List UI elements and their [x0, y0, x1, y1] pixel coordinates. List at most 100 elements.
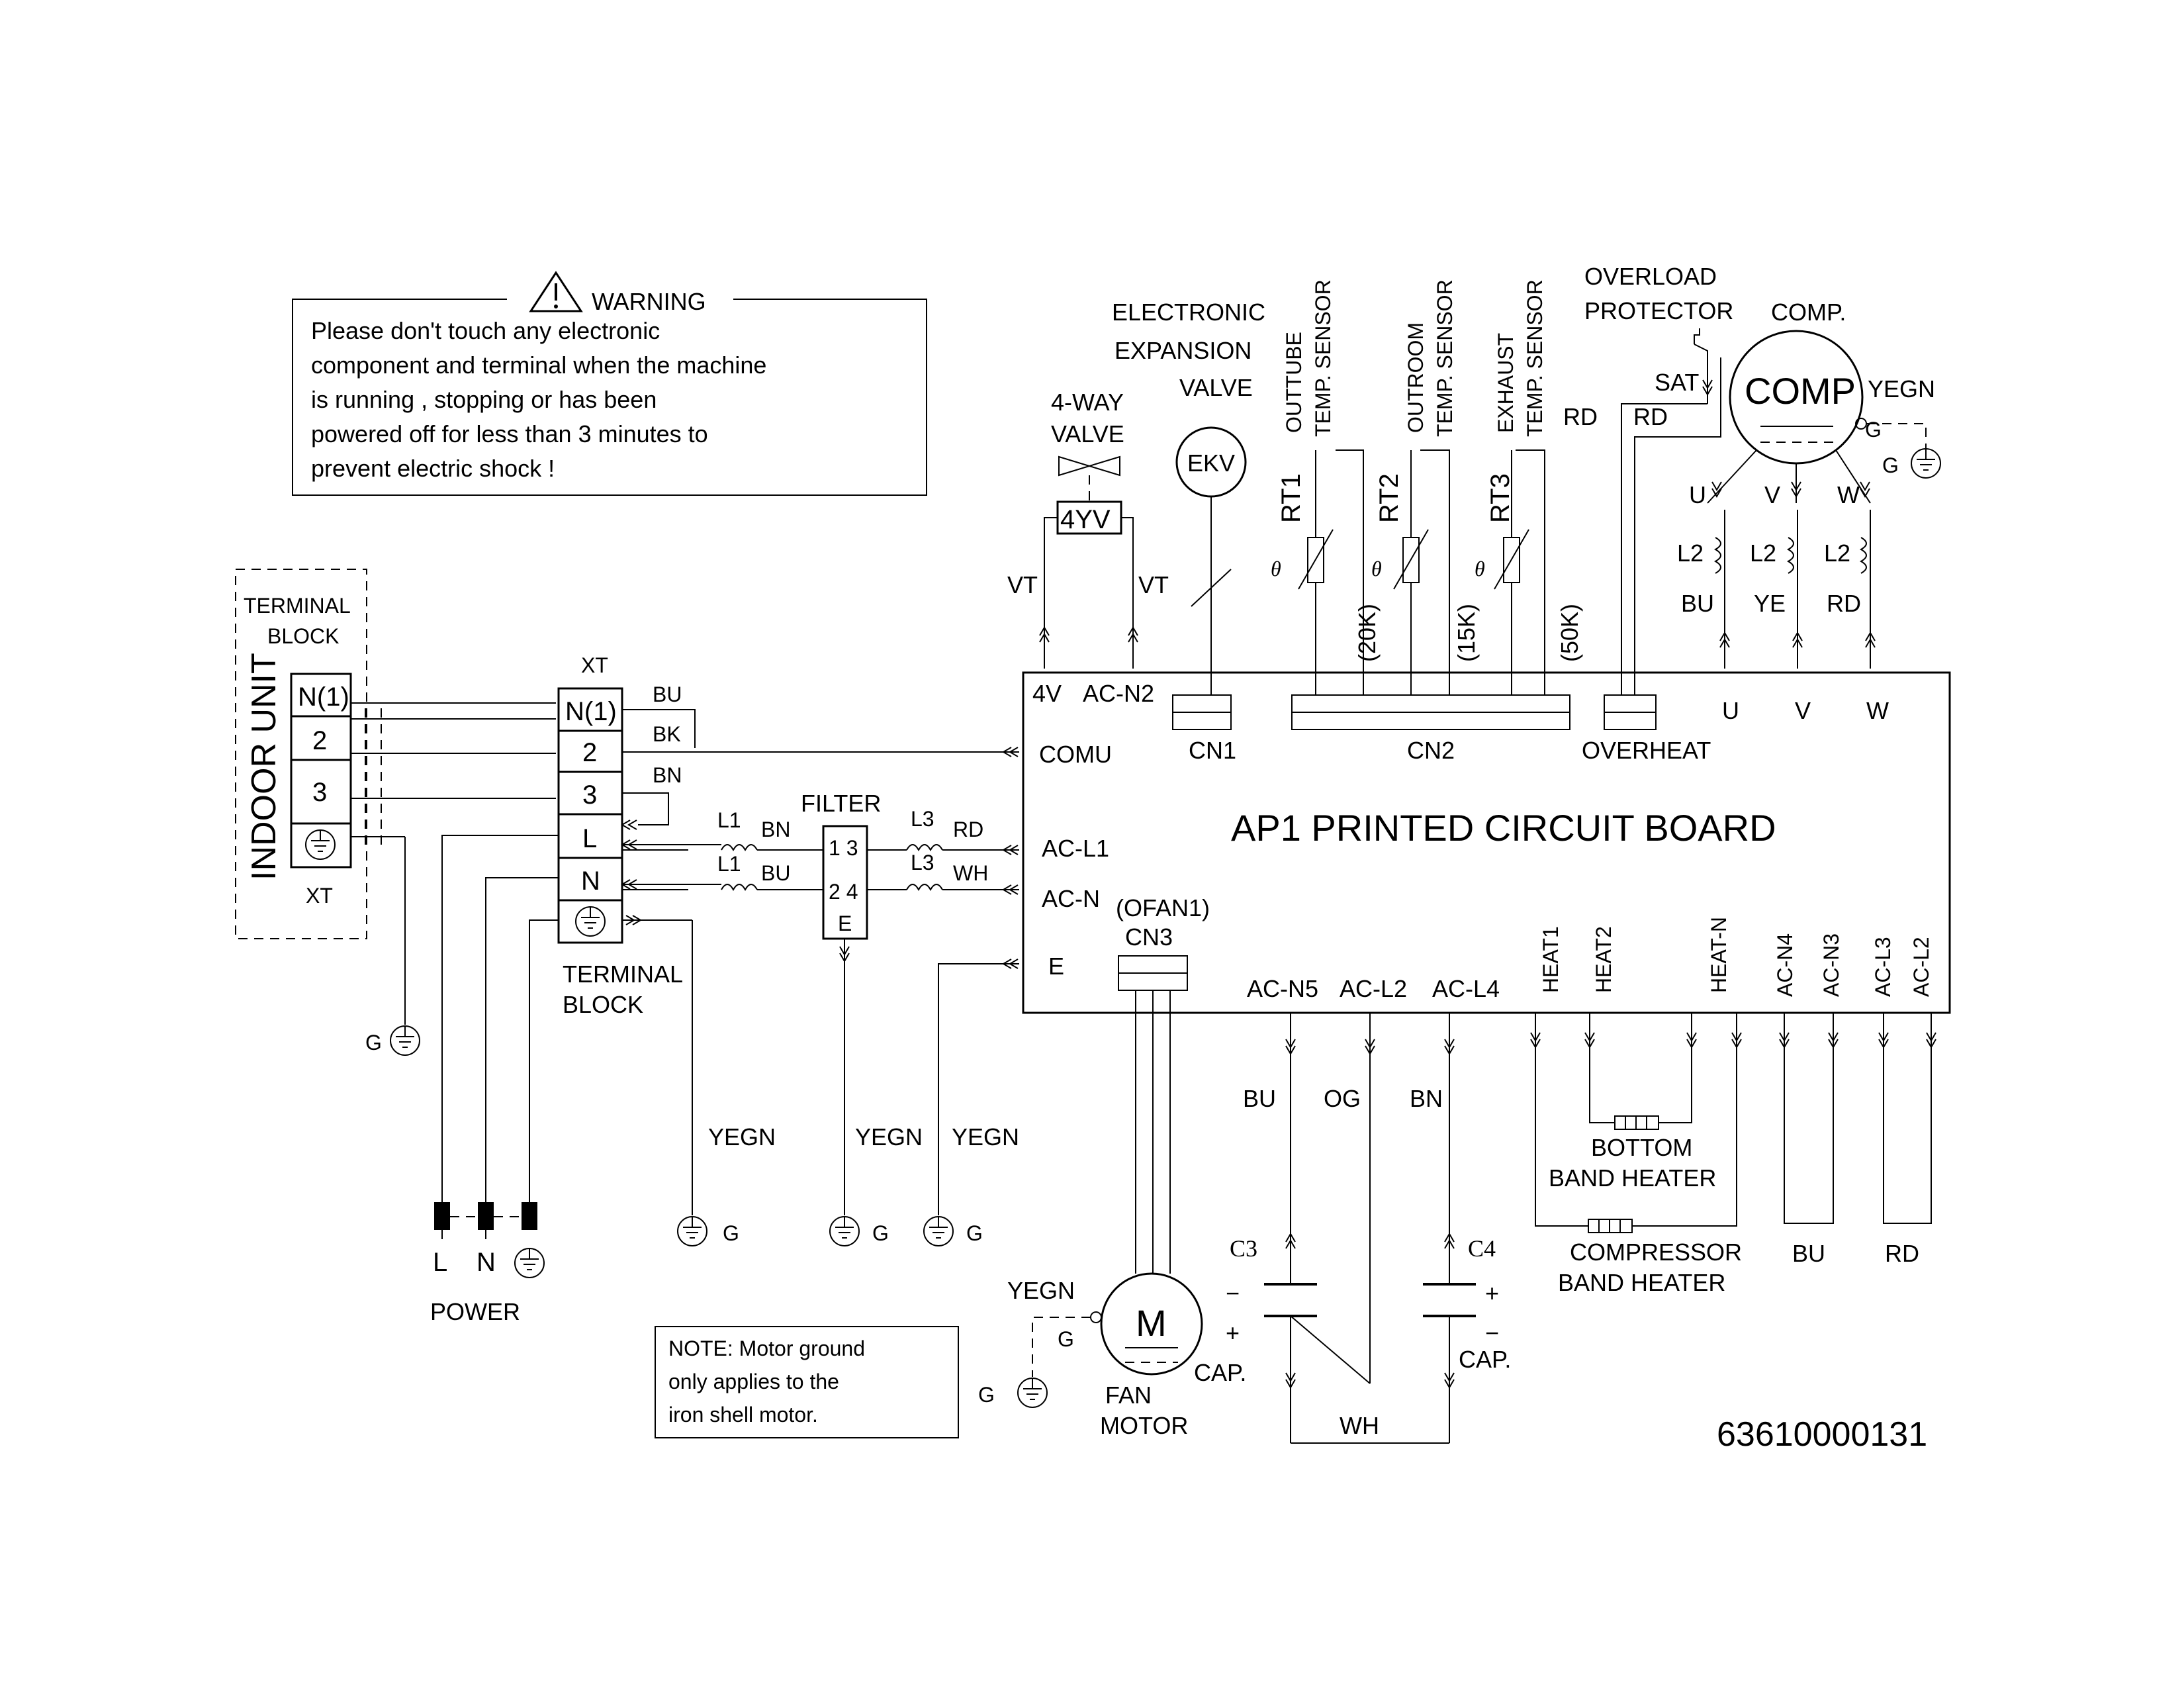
xt-ground-icon — [575, 906, 606, 937]
pcb-ac-l2-bottom: AC-L2 — [1340, 975, 1407, 1002]
fan-line1: FAN — [1105, 1382, 1152, 1409]
ground-icon — [829, 1216, 860, 1246]
ground-icon — [923, 1216, 954, 1246]
l1-coil-icon — [721, 884, 758, 890]
pcb-ac-n: AC-N — [1042, 885, 1100, 912]
overload-line1: OVERLOAD — [1584, 263, 1717, 290]
warning-line-4: powered off for less than 3 minutes to — [311, 420, 708, 447]
comp-coil-2: L2 — [1750, 539, 1776, 567]
comp-yegn: YEGN — [1868, 375, 1935, 402]
comp-coil-1: L2 — [1677, 539, 1704, 567]
indoor-ground-icon — [305, 829, 336, 860]
comp-g2: G — [1882, 453, 1899, 477]
pcb: AP1 PRINTED CIRCUIT BOARD 4V AC-N2 COMU … — [1022, 671, 1951, 1014]
overload-line2: PROTECTOR — [1584, 297, 1733, 324]
pcb-w: W — [1866, 697, 1889, 724]
temperature-sensors: OUTTUBE TEMP. SENSOR RT1 θ (20K) OUTROOM… — [1271, 279, 1583, 695]
ground-yegn-label: YEGN — [855, 1123, 923, 1150]
comp-phase-v: V — [1764, 481, 1780, 508]
pcb-ac-n3: AC-N3 — [1819, 933, 1843, 997]
pcb-ac-n5: AC-N5 — [1247, 975, 1318, 1002]
xt-terminal-l: L — [582, 824, 597, 853]
pcb-ac-n4: AC-N4 — [1773, 933, 1797, 997]
indoor-terminal-n1: N(1) — [298, 682, 349, 712]
ground-yegn-label: YEGN — [952, 1123, 1019, 1150]
pcb-cn3-line2: CN3 — [1125, 923, 1173, 951]
power-label: POWER — [430, 1298, 520, 1325]
ekv: ELECTRONIC EXPANSION VALVE EKV — [1112, 299, 1265, 695]
pcb-e: E — [1048, 953, 1064, 980]
l2-coil-icon — [1715, 537, 1721, 574]
warning-line-1: Please don't touch any electronic — [311, 317, 660, 344]
cap-wire-bn: BN — [1410, 1085, 1443, 1112]
xt-terminal-n: N — [581, 867, 600, 896]
ground-label: G — [723, 1221, 739, 1245]
filter-in-bn: BN — [761, 818, 790, 841]
valve-symbol-icon — [1058, 455, 1120, 500]
ground-label: G — [872, 1221, 889, 1245]
indoor-to-xt-wires: G — [351, 702, 556, 1056]
sensor-3-name2: TEMP. SENSOR — [1523, 279, 1547, 437]
comp-wire-rd: RD — [1827, 590, 1861, 617]
ekv-line3: VALVE — [1179, 374, 1253, 401]
ekv-line2: EXPANSION — [1115, 337, 1251, 364]
l2-coil-icon — [1860, 537, 1867, 574]
warning-triangle-icon — [529, 271, 583, 312]
bottom-heater-line1: BOTTOM — [1591, 1134, 1692, 1161]
filter-pin-e: E — [838, 912, 852, 935]
svg-text:−: − — [1226, 1280, 1240, 1307]
capacitors: BU OG BN C3 − + CAP. C4 + − CAP. WH — [1194, 1013, 1511, 1444]
xt-terminal-label-1: TERMINAL — [563, 961, 683, 988]
fan-yegn: YEGN — [1007, 1277, 1075, 1304]
comp-ground-icon — [1911, 448, 1941, 479]
sensor-2-name2: TEMP. SENSOR — [1433, 279, 1457, 437]
heater-bu: BU — [1792, 1240, 1825, 1267]
filter: FILTER 1 3 2 4 E L1 BN L1 BU L3 RD L3 WH… — [712, 790, 1019, 1246]
comp-label: COMP. — [1771, 299, 1846, 326]
note-line-3: iron shell motor. — [668, 1403, 818, 1427]
indoor-unit-title: INDOOR UNIT — [245, 653, 283, 880]
fan-g-b: G — [978, 1383, 995, 1407]
filter-out-l3-a: L3 — [911, 807, 934, 831]
wire-color-bu: BU — [653, 682, 682, 706]
cap-wire-og: OG — [1324, 1085, 1361, 1112]
xt-to-pcb-wires: G YEGN — [621, 709, 1019, 1246]
sensor-2-rt: RT2 — [1375, 473, 1404, 523]
indoor-terminal-label-2: BLOCK — [267, 624, 339, 648]
comp-phase-w: W — [1837, 481, 1860, 508]
filter-out-wh: WH — [953, 861, 988, 885]
pcb-ac-n2: AC-N2 — [1083, 680, 1154, 707]
warning-box: WARNING Please don't touch any electroni… — [292, 271, 927, 496]
pcb-heat1: HEAT1 — [1539, 926, 1563, 993]
wire-color-bk: BK — [653, 722, 681, 746]
ekv-code: EKV — [1187, 449, 1235, 477]
sensor-1-rt: RT1 — [1277, 473, 1306, 523]
fan-g-a: G — [1058, 1327, 1074, 1351]
pcb-title: AP1 PRINTED CIRCUIT BOARD — [1231, 807, 1776, 849]
overload-rd2: RD — [1633, 403, 1668, 430]
ground-label: G — [365, 1031, 382, 1055]
compressor: COMP. COMP YEGN G G U V W L2 L2 L2 BU YE… — [1677, 299, 1941, 669]
cap-c4: C4 — [1468, 1235, 1496, 1262]
valve-line1: 4-WAY — [1051, 389, 1124, 416]
indoor-terminal-label-1: TERMINAL — [244, 594, 351, 618]
filter-title: FILTER — [801, 790, 881, 817]
pcb-ac-l1: AC-L1 — [1042, 835, 1109, 862]
pcb-v: V — [1795, 697, 1811, 724]
warning-line-3: is running , stopping or has been — [311, 386, 657, 413]
pcb-cn2: CN2 — [1407, 737, 1455, 764]
filter-pins-top: 1 3 — [829, 836, 858, 860]
svg-text:+: + — [1226, 1319, 1240, 1346]
pcb-heat2: HEAT2 — [1592, 926, 1615, 993]
sensor-1-ohm: (20K) — [1353, 604, 1381, 662]
cap-label-1: CAP. — [1194, 1359, 1246, 1386]
pcb-ac-l4: AC-L4 — [1432, 975, 1500, 1002]
valve-vt1: VT — [1007, 571, 1038, 598]
power-input: L N POWER — [430, 835, 559, 1325]
warning-title: WARNING — [592, 288, 706, 315]
wire-color-bn: BN — [653, 763, 682, 787]
svg-text:+: + — [1485, 1280, 1499, 1307]
overload-protector: OVERLOAD PROTECTOR SAT RD RD — [1563, 263, 1733, 695]
xt-title: XT — [581, 653, 608, 677]
cap-wire-wh: WH — [1340, 1412, 1379, 1439]
